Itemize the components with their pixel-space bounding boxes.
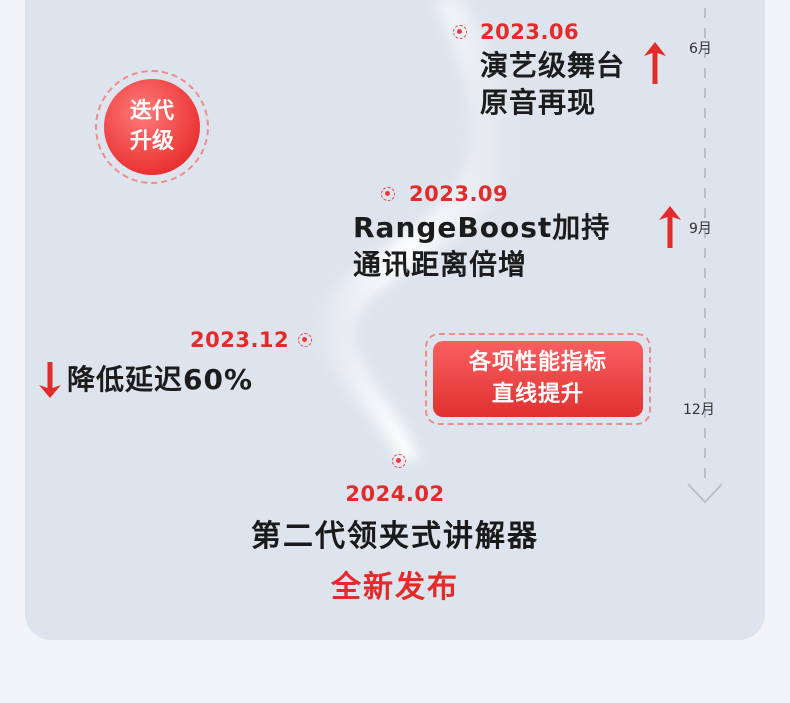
badge-line: 迭代 <box>129 99 174 124</box>
iteration-badge: 迭代 升级 <box>95 70 209 184</box>
final-title: 第二代领夹式讲解器 <box>251 519 539 554</box>
event-line: 通讯距离倍增 <box>353 248 528 281</box>
badge-line: 升级 <box>129 129 174 154</box>
performance-badge: 各项性能指标 直线提升 <box>425 333 651 425</box>
final-date: 2024.02 <box>345 482 445 506</box>
event-2023-09: 2023.09 RangeBoost加持 通讯距离倍增 <box>353 184 610 283</box>
event-date: 2023.12 <box>190 328 290 352</box>
event-line: 原音再现 <box>480 86 597 119</box>
timeline-ribbon <box>312 0 723 504</box>
badge-line: 直线提升 <box>491 382 584 407</box>
event-date: 2023.06 <box>480 20 580 44</box>
event-2023-12: 降低延迟60% <box>67 361 253 398</box>
month-label: 12月 <box>683 402 715 418</box>
timeline-dot <box>392 454 406 468</box>
timeline-dot <box>453 25 467 39</box>
timeline-dot <box>298 333 312 347</box>
month-label: 9月 <box>689 221 712 237</box>
event-line: 演艺级舞台 <box>480 49 626 82</box>
chevron-down-icon <box>687 483 723 504</box>
timeline-card: 迭代 升级 2023.06 演艺级舞台 原音再现 6月 2023.09 Rang… <box>25 0 765 640</box>
badge-line: 各项性能指标 <box>468 350 607 375</box>
event-2023-06: 2023.06 演艺级舞台 原音再现 <box>480 22 625 121</box>
final-subtitle: 全新发布 <box>331 570 459 605</box>
red-up-arrow-icon <box>659 206 681 248</box>
red-down-arrow-icon <box>39 362 61 398</box>
event-2023-12-date: 2023.12 <box>190 330 289 351</box>
timeline-dot <box>381 187 395 201</box>
event-line: RangeBoost加持 <box>353 211 611 244</box>
month-label: 6月 <box>689 41 712 57</box>
red-up-arrow-icon <box>644 42 666 84</box>
event-date: 2023.09 <box>409 182 509 206</box>
event-line: 降低延迟60% <box>67 363 254 396</box>
